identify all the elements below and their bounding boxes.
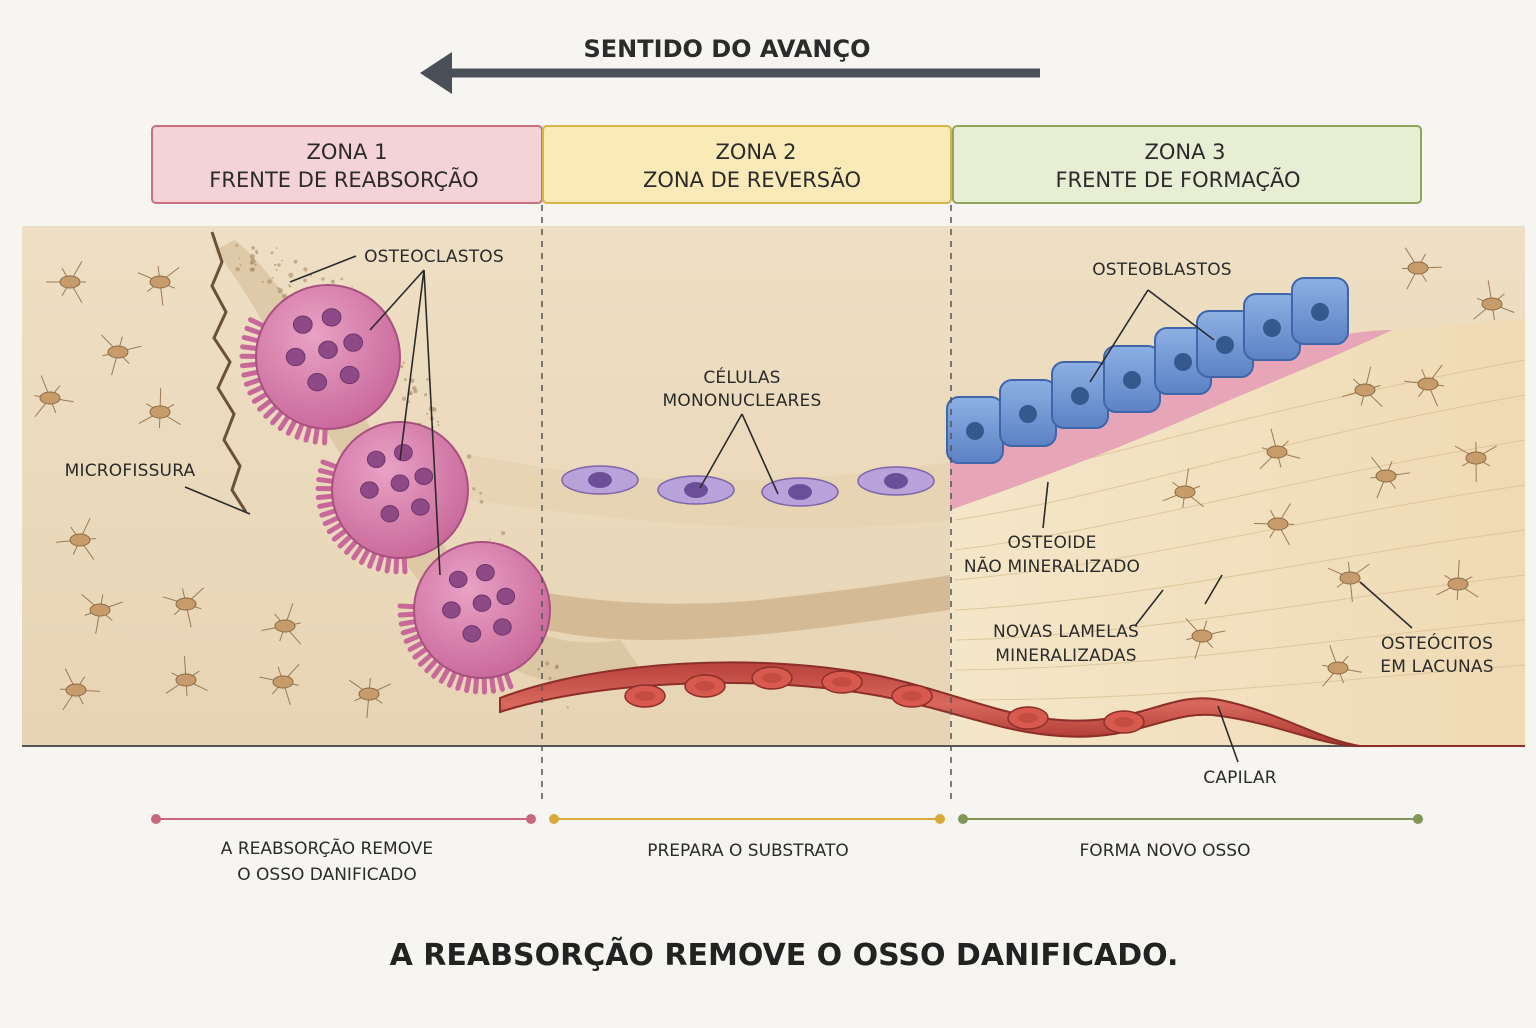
osteoclast-nucleus [286, 348, 305, 365]
red-blood-cell [892, 685, 932, 707]
osteoclast-nucleus [477, 564, 495, 580]
osteoclast-nucleus [367, 451, 385, 467]
osteoclast-nucleus [494, 619, 512, 635]
zone-2-bar [549, 814, 945, 824]
osteoclast-nucleus [319, 341, 338, 358]
label-mononuclear-line2: MONONUCLEARES [663, 391, 822, 411]
summary-1-line2: O OSSO DANIFICADO [237, 865, 416, 885]
zone-1-header: ZONA 1 FRENTE DE REABSORÇÃO [152, 126, 542, 203]
osteoclast-nucleus [443, 602, 461, 618]
label-osteoid-line1: OSTEOIDE [1007, 533, 1096, 553]
zone-1-number: ZONA 1 [306, 140, 387, 164]
osteoclast-nucleus [344, 334, 363, 351]
zone-2-name: ZONA DE REVERSÃO [643, 166, 861, 192]
mononuclear-cell [858, 467, 934, 495]
red-blood-cell [1104, 711, 1144, 733]
zone-1-name: FRENTE DE REABSORÇÃO [209, 166, 478, 192]
label-capillary: CAPILAR [1203, 768, 1276, 788]
osteoblast [947, 397, 1003, 463]
osteoclast-nucleus [463, 626, 481, 642]
label-osteoid-line2: NÃO MINERALIZADO [964, 555, 1140, 577]
red-blood-cell [822, 671, 862, 693]
zone-3-header: ZONA 3 FRENTE DE FORMAÇÃO [953, 126, 1421, 203]
zone-3-number: ZONA 3 [1144, 140, 1225, 164]
red-blood-cell [752, 667, 792, 689]
osteoclast-nucleus [308, 374, 327, 391]
zone-3-name: FRENTE DE FORMAÇÃO [1055, 166, 1300, 192]
label-lamellae-line1: NOVAS LAMELAS [993, 622, 1139, 642]
osteoclast-nucleus [449, 571, 467, 587]
summary-3: FORMA NOVO OSSO [1080, 841, 1251, 861]
label-mononuclear-line1: CÉLULAS [703, 366, 780, 388]
zone-1-bar [151, 814, 536, 824]
osteoclast-nucleus [395, 444, 413, 460]
label-osteocytes-line2: EM LACUNAS [1380, 657, 1493, 677]
osteoclast-nucleus [340, 366, 359, 383]
osteoclast-nucleus [473, 595, 491, 611]
osteoclast-nucleus [381, 506, 399, 522]
osteoclast-nucleus [361, 482, 379, 498]
summary-2: PREPARA O SUBSTRATO [647, 841, 849, 861]
red-blood-cell [685, 675, 725, 697]
mononuclear-cell [658, 476, 734, 504]
label-microcrack: MICROFISSURA [65, 461, 196, 481]
osteoclast-nucleus [322, 309, 341, 326]
direction-label: SENTIDO DO AVANÇO [584, 35, 871, 63]
label-osteoclasts: OSTEOCLASTOS [364, 247, 504, 267]
caption: A REABSORÇÃO REMOVE O OSSO DANIFICADO. [390, 936, 1179, 973]
label-osteoblasts: OSTEOBLASTOS [1092, 260, 1232, 280]
osteoclast-nucleus [497, 588, 515, 604]
osteoblast [1052, 362, 1108, 428]
zone-3-bar [958, 814, 1423, 824]
osteoblast [1000, 380, 1056, 446]
label-osteocytes-line1: OSTEÓCITOS [1381, 632, 1493, 654]
zone-2-header: ZONA 2 ZONA DE REVERSÃO [543, 126, 951, 203]
osteoblast [1292, 278, 1348, 344]
osteoclast-nucleus [293, 316, 312, 333]
osteoclast-nucleus [415, 468, 433, 484]
red-blood-cell [1008, 707, 1048, 729]
mononuclear-cell [562, 466, 638, 494]
red-blood-cell [625, 685, 665, 707]
summary-1-line1: A REABSORÇÃO REMOVE [221, 837, 433, 859]
zone-2-number: ZONA 2 [715, 140, 796, 164]
osteoblast [1104, 346, 1160, 412]
osteoclast-nucleus [391, 475, 409, 491]
osteoclast-nucleus [412, 499, 430, 515]
label-lamellae-line2: MINERALIZADAS [995, 646, 1136, 666]
